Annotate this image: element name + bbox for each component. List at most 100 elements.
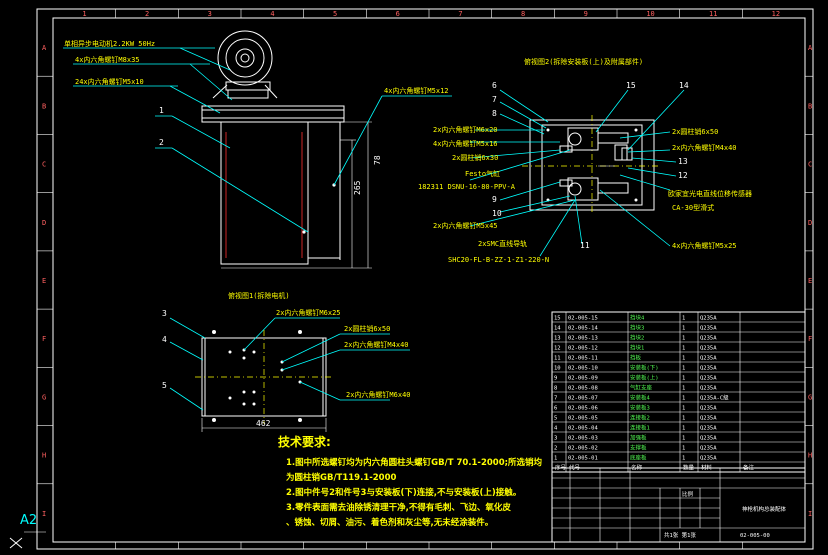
bom-cell: 1 bbox=[682, 396, 685, 402]
bom-cell: 挡块2 bbox=[630, 334, 644, 342]
bom-cell: 支撑板 bbox=[630, 444, 647, 452]
part-number-1: 1 bbox=[159, 106, 164, 115]
grid-letter-d: D bbox=[42, 219, 46, 227]
bom-cell: 7 bbox=[554, 396, 557, 402]
grid-number-10: 10 bbox=[646, 10, 654, 18]
grid-letter-h: H bbox=[42, 452, 46, 460]
bom-cell: 02-005-09 bbox=[568, 376, 598, 382]
bom-cell: 02-005-04 bbox=[568, 426, 598, 432]
housing-body bbox=[220, 121, 309, 265]
top-view-1: 俯视图1(拆除电机) 462 bbox=[162, 291, 411, 432]
view2-leader-numbers: 6 7 8 15 14 13 12 9 10 11 bbox=[492, 81, 689, 250]
grid-letter-b: B bbox=[42, 102, 46, 110]
svg-text:10: 10 bbox=[492, 209, 502, 218]
grid-letter-a: A bbox=[808, 44, 813, 52]
svg-text:6: 6 bbox=[492, 81, 497, 90]
grid-letter-i: I bbox=[42, 510, 46, 518]
bom-cell: 02-005-05 bbox=[568, 416, 598, 422]
title-block-name: 神枪机构总装配体 bbox=[742, 505, 787, 513]
bom-cell: 2 bbox=[554, 446, 557, 452]
grid-number-5: 5 bbox=[333, 10, 337, 18]
bom-cell: Q235A bbox=[700, 316, 717, 322]
grid-letter-g: G bbox=[808, 393, 812, 401]
bom-cell: 1 bbox=[682, 416, 685, 422]
sheet-size-label: A2 bbox=[20, 513, 37, 528]
svg-text:2x内六角螺钉M6x20: 2x内六角螺钉M6x20 bbox=[433, 125, 498, 134]
svg-text:8: 8 bbox=[492, 109, 497, 118]
motor-fan-outer bbox=[217, 30, 273, 86]
bom-cell: 1 bbox=[554, 456, 557, 462]
requirements-heading: 技术要求: bbox=[278, 434, 331, 449]
bom-cell: 气缸支座 bbox=[630, 384, 653, 392]
requirement-line-4: 3.零件表面需去油除锈清理干净,不得有毛刺、飞边、氧化皮 bbox=[286, 502, 511, 513]
grid-letter-e: E bbox=[808, 277, 812, 285]
bom-cell: 12 bbox=[554, 346, 561, 352]
requirement-line-3: 2.图中件号2和件号3与安装板(下)连接,不与安装板(上)接触。 bbox=[286, 487, 521, 498]
bom-cell: 02-005-08 bbox=[568, 386, 598, 392]
bom-cell: 5 bbox=[554, 416, 557, 422]
bom-cell: 02-005-13 bbox=[568, 336, 598, 342]
grid-number-1: 1 bbox=[82, 10, 86, 18]
svg-text:15: 15 bbox=[626, 81, 636, 90]
view1-leaders bbox=[169, 317, 410, 411]
grid-letter-i: I bbox=[808, 510, 812, 518]
svg-text:欧家宜光电直线位移传感器: 欧家宜光电直线位移传感器 bbox=[668, 189, 752, 198]
bom-cell: 底座板 bbox=[630, 454, 647, 462]
label-motor: 单相异步电动机2.2KW 50Hz bbox=[64, 39, 155, 48]
view1-label-m6x25: 2x内六角螺钉M6x25 bbox=[276, 308, 341, 317]
bom-cell: Q235A bbox=[700, 426, 717, 432]
svg-text:2x内六角螺钉M4x40: 2x内六角螺钉M4x40 bbox=[672, 143, 737, 152]
dim-height-outer: 78 bbox=[373, 155, 382, 165]
title-block-sheet: 共1张 第1张 bbox=[664, 531, 696, 539]
bom-cell: 挡块1 bbox=[630, 344, 644, 352]
bom-cell: 9 bbox=[554, 376, 557, 382]
grid-letter-g: G bbox=[42, 393, 46, 401]
bom-cell: Q235A bbox=[700, 366, 717, 372]
svg-text:2xSMC直线导轨: 2xSMC直线导轨 bbox=[478, 239, 527, 248]
bom-cell: 02-005-12 bbox=[568, 346, 598, 352]
bom-cell: 3 bbox=[554, 436, 557, 442]
bom-cell: 1 bbox=[682, 336, 685, 342]
bom-cell: 11 bbox=[554, 356, 561, 362]
bom-cell: 安装板(上) bbox=[630, 374, 659, 382]
bom-cell: Q235A bbox=[700, 406, 717, 412]
svg-text:14: 14 bbox=[679, 81, 689, 90]
label-screws-m8: 4x内六角螺钉M8x35 bbox=[75, 55, 140, 64]
svg-text:Festo气缸: Festo气缸 bbox=[465, 169, 500, 178]
bom-cell: Q235A bbox=[700, 336, 717, 342]
title-block: 神枪机构总装配体 02-005-00 比例 共1张 第1张 bbox=[551, 467, 806, 543]
label-screws-m5x12: 4x内六角螺钉M5x12 bbox=[384, 86, 449, 95]
part-number-5: 5 bbox=[162, 381, 167, 390]
grid-letter-a: A bbox=[42, 44, 47, 52]
requirement-line-1: 1.图中所选螺钉均为内六角圆柱头螺钉GB/T 70.1-2000;所选销均 bbox=[286, 457, 543, 468]
grid-number-7: 7 bbox=[458, 10, 462, 18]
bom-cell: Q235A bbox=[700, 436, 717, 442]
bom-cell: 加强板 bbox=[630, 434, 647, 442]
title-block-scale-label: 比例 bbox=[682, 490, 694, 498]
svg-text:12: 12 bbox=[678, 171, 688, 180]
bom-cell: 02-005-14 bbox=[568, 326, 598, 332]
view2-leaders bbox=[469, 89, 685, 257]
grid-letter-f: F bbox=[42, 335, 46, 343]
svg-text:2x内六角螺钉M5x45: 2x内六角螺钉M5x45 bbox=[433, 221, 498, 230]
view1-dim-width: 462 bbox=[256, 419, 271, 428]
bom-cell: 6 bbox=[554, 406, 557, 412]
bom-cell: 安装板3 bbox=[630, 404, 650, 412]
title-block-code: 02-005-00 bbox=[740, 533, 770, 539]
view1-holes bbox=[212, 330, 302, 422]
bom-cell: 1 bbox=[682, 356, 685, 362]
bom-cell: 1 bbox=[682, 456, 685, 462]
grid-letter-d: D bbox=[808, 219, 812, 227]
bom-cell: 1 bbox=[682, 386, 685, 392]
sheet-outer-border bbox=[36, 8, 814, 550]
bom-cell: Q235A bbox=[700, 446, 717, 452]
bom-cell: 1 bbox=[682, 376, 685, 382]
svg-text:11: 11 bbox=[580, 241, 590, 250]
bom-cell: 1 bbox=[682, 346, 685, 352]
bom-cell: 连接板1 bbox=[630, 424, 650, 432]
bom-cell: 挡块4 bbox=[630, 314, 645, 322]
bom-cell: 02-005-10 bbox=[568, 366, 598, 372]
bom-cell: 02-005-06 bbox=[568, 406, 598, 412]
view1-title: 俯视图1(拆除电机) bbox=[228, 291, 290, 300]
view2-right-labels: 2x圆柱销6x50 2x内六角螺钉M4x40 欧家宜光电直线位移传感器 CA-3… bbox=[668, 127, 752, 250]
